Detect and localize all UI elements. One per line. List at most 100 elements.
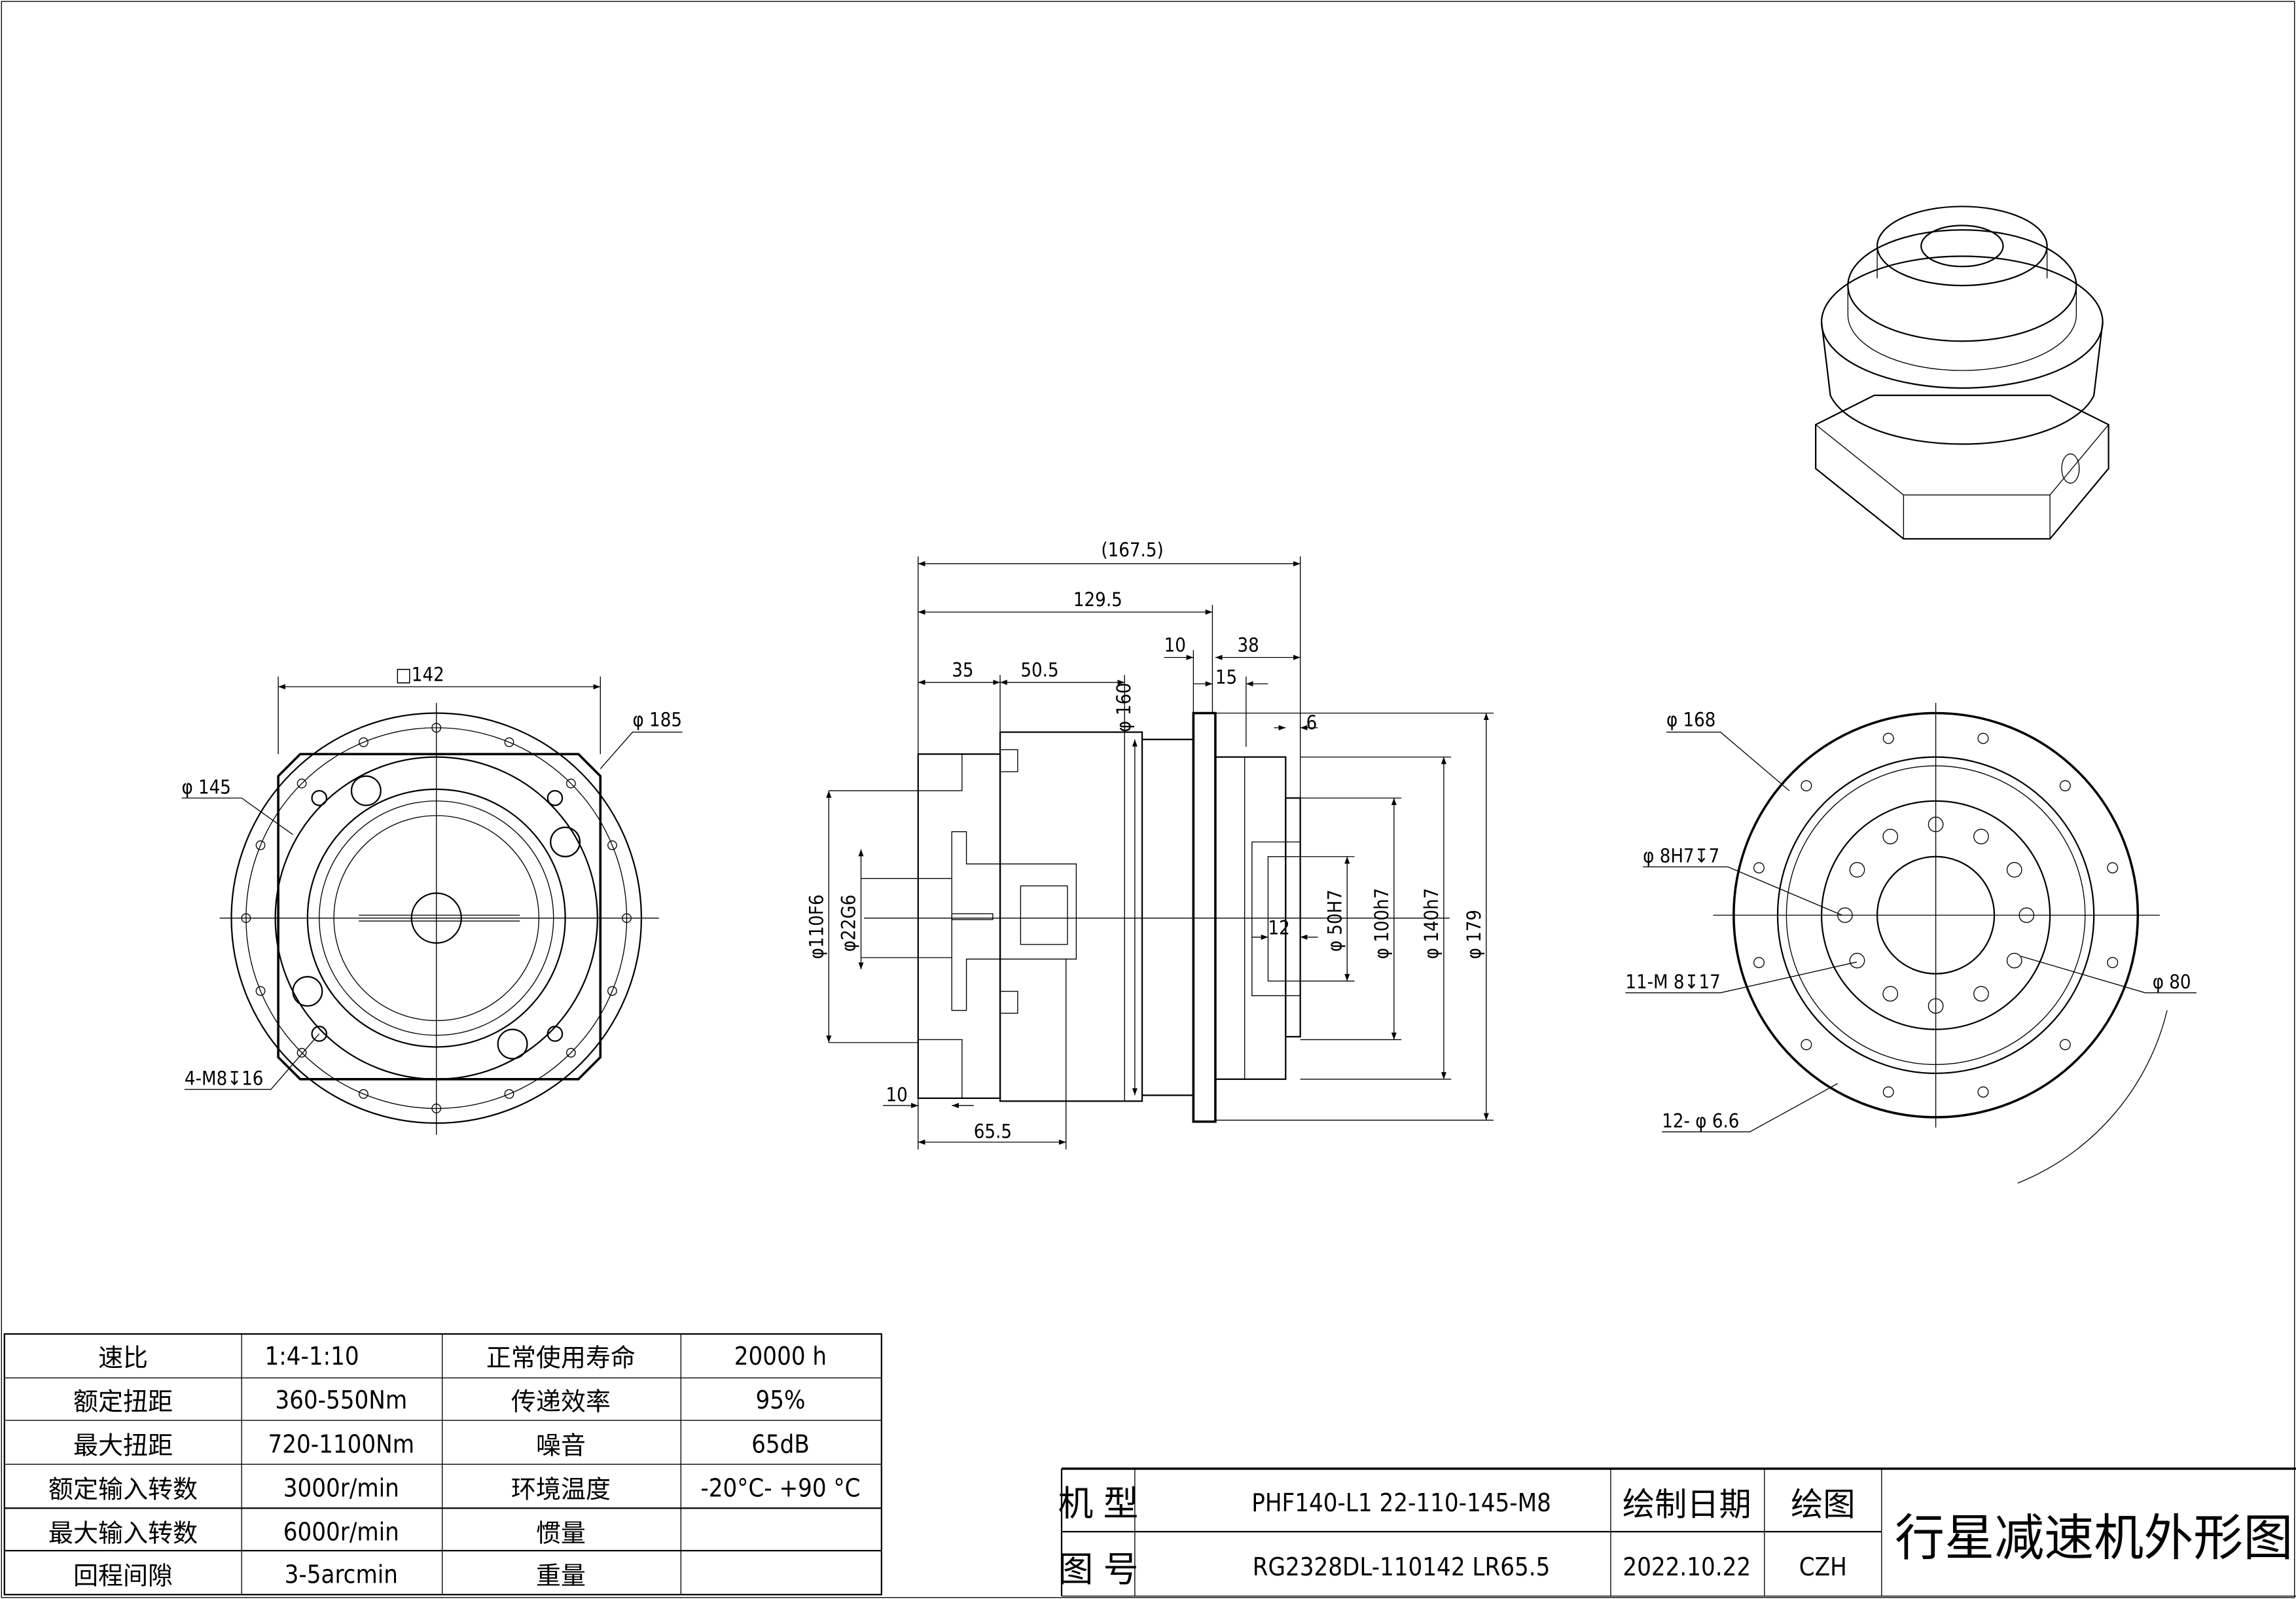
threaded-hole bbox=[2006, 862, 2022, 878]
spec-label: 环境温度 bbox=[511, 1475, 611, 1504]
side-dimensions bbox=[826, 556, 1494, 1150]
date-value: 2022.10.22 bbox=[1623, 1553, 1751, 1581]
spec-label: 回程间隙 bbox=[73, 1562, 173, 1590]
dim-12: 12 bbox=[1268, 916, 1289, 939]
flange-hole bbox=[607, 986, 617, 996]
flange-hole bbox=[504, 737, 514, 747]
date-label: 绘制日期 bbox=[1623, 1485, 1751, 1523]
mounting-hole bbox=[1882, 1086, 1894, 1098]
flange-hole bbox=[296, 1047, 307, 1058]
threaded-hole bbox=[1928, 816, 1944, 833]
flange-hole bbox=[431, 1104, 442, 1113]
dim-d185: φ 185 bbox=[633, 709, 682, 731]
spec-value: 720-1100Nm bbox=[268, 1429, 415, 1458]
spec-value: 20000 h bbox=[734, 1342, 827, 1371]
mounting-hole bbox=[2059, 1039, 2071, 1051]
mounting-hole bbox=[1882, 732, 1894, 744]
flange-hole bbox=[565, 778, 576, 789]
threaded-hole bbox=[1928, 998, 1944, 1014]
flange-hole bbox=[622, 913, 632, 924]
flange-hole bbox=[359, 1089, 368, 1099]
model-value: PHF140-L1 22-110-145-M8 bbox=[1251, 1488, 1551, 1517]
mounting-hole bbox=[1753, 957, 1765, 969]
dim-38: 38 bbox=[1237, 634, 1259, 656]
threaded-hole bbox=[2006, 952, 2022, 969]
spec-label: 重量 bbox=[536, 1562, 586, 1590]
mounting-hole bbox=[2107, 862, 2119, 874]
spec-value: 3000r/min bbox=[283, 1473, 399, 1502]
dim-50-5: 50.5 bbox=[1020, 659, 1058, 681]
threaded-hole bbox=[2018, 907, 2035, 924]
drawer-label: 绘图 bbox=[1791, 1485, 1855, 1523]
dim-overall-length: (167.5) bbox=[1101, 539, 1163, 561]
threaded-hole bbox=[1849, 952, 1865, 969]
dim-10-bottom: 10 bbox=[886, 1083, 908, 1105]
dim-10-top: 10 bbox=[1164, 634, 1186, 656]
dim-129-5: 129.5 bbox=[1073, 588, 1122, 611]
mounting-hole bbox=[1977, 1086, 1989, 1098]
dim-d22: φ22G6 bbox=[838, 895, 860, 952]
spec-value: -20°C- +90 °C bbox=[700, 1473, 860, 1502]
dim-d50: φ 50H7 bbox=[1323, 889, 1346, 952]
dim-d160: φ 160 bbox=[1113, 683, 1135, 732]
dim-pin-hole: φ 8H7↧7 bbox=[1643, 845, 1719, 867]
flange-hole bbox=[359, 737, 368, 747]
dim-d179: φ 179 bbox=[1463, 910, 1485, 959]
dim-thread-holes: 11-M 8↧17 bbox=[1625, 971, 1720, 993]
spec-value: 6000r/min bbox=[283, 1518, 399, 1547]
spec-label: 噪音 bbox=[536, 1431, 586, 1460]
spec-value: 95% bbox=[755, 1386, 805, 1414]
dim-d110: φ110F6 bbox=[805, 894, 827, 959]
drawing-number-value: RG2328DL-110142 LR65.5 bbox=[1253, 1553, 1551, 1581]
flange-hole bbox=[255, 840, 266, 850]
mounting-hole bbox=[1801, 1039, 1812, 1051]
spec-label: 额定输入转数 bbox=[48, 1475, 198, 1504]
dim-15: 15 bbox=[1215, 666, 1237, 689]
side-section-view bbox=[863, 711, 1450, 1123]
spec-label: 最大输入转数 bbox=[48, 1519, 198, 1548]
mounting-hole bbox=[1977, 732, 1989, 744]
flange-holes bbox=[241, 723, 632, 1113]
title-block: 机 型 PHF140-L1 22-110-145-M8 绘制日期 绘图 图 号 … bbox=[1058, 1467, 2296, 1597]
dim-65-5: 65.5 bbox=[974, 1120, 1012, 1142]
dim-d100: φ 100h7 bbox=[1371, 888, 1393, 960]
threaded-hole bbox=[1973, 829, 1989, 844]
spec-label: 惯量 bbox=[536, 1519, 586, 1548]
flange-hole bbox=[565, 1047, 576, 1058]
spec-label: 速比 bbox=[98, 1343, 148, 1372]
spec-value: 65dB bbox=[751, 1429, 810, 1458]
flange-hole bbox=[255, 986, 266, 996]
dim-square: □142 bbox=[395, 663, 444, 685]
flange-hole bbox=[296, 778, 307, 789]
threaded-hole bbox=[1973, 986, 1989, 1002]
mounting-hole bbox=[2107, 957, 2119, 969]
dim-6: 6 bbox=[1306, 711, 1318, 734]
threaded-hole bbox=[1882, 986, 1899, 1002]
spec-value: 360-550Nm bbox=[275, 1386, 407, 1414]
dim-d168: φ 168 bbox=[1666, 709, 1715, 731]
dim-d140: φ 140h7 bbox=[1420, 888, 1443, 960]
bolt-holes bbox=[311, 789, 564, 1042]
flange-hole bbox=[607, 840, 617, 850]
spec-label: 正常使用寿命 bbox=[486, 1343, 636, 1372]
flange-hole bbox=[504, 1089, 514, 1099]
output-end-view bbox=[1713, 702, 2168, 1184]
drawing-title: 行星减速机外形图 bbox=[1895, 1509, 2293, 1567]
dim-mounting-holes: 12- φ 6.6 bbox=[1662, 1110, 1739, 1132]
flange-hole bbox=[431, 723, 442, 733]
spec-label: 传递效率 bbox=[511, 1387, 611, 1416]
spec-value: 3-5arcmin bbox=[285, 1560, 398, 1589]
mounting-hole bbox=[2059, 780, 2071, 791]
isometric-view bbox=[1815, 206, 2109, 540]
mounting-hole bbox=[1801, 780, 1812, 791]
hex-plugs bbox=[292, 775, 581, 1060]
threaded-hole bbox=[1837, 907, 1853, 924]
dim-d145: φ 145 bbox=[181, 776, 230, 799]
threaded-hole bbox=[1882, 829, 1899, 844]
dim-bolt-holes: 4-M8↧16 bbox=[185, 1068, 264, 1090]
dim-d80: φ 80 bbox=[2153, 971, 2191, 993]
spec-table: 速比 1:4-1:10 正常使用寿命 20000 h 额定扭距 360-550N… bbox=[3, 1333, 882, 1596]
mounting-hole bbox=[1753, 862, 1765, 874]
